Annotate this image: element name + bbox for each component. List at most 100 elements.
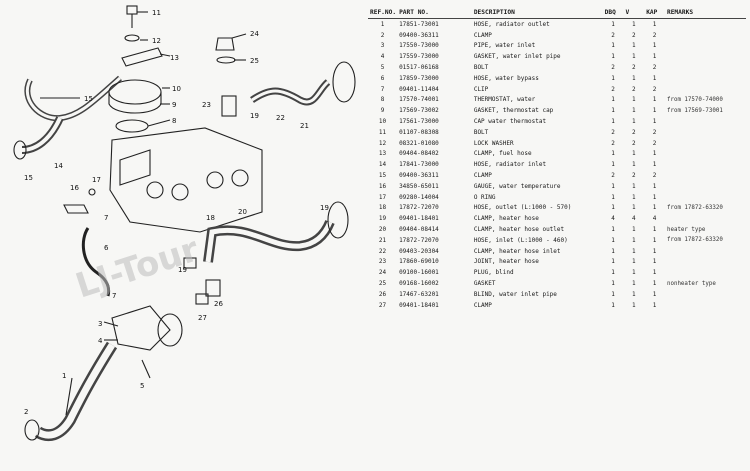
description-cell: CLAMP, heater hose outlet <box>473 226 565 234</box>
part-no-cell: 17851-73001 <box>399 20 439 28</box>
qty-dbq-cell: 4 <box>611 215 615 223</box>
remarks-cell: from 17569-73001 <box>666 107 723 114</box>
part-no-cell: 17860-69010 <box>399 258 439 266</box>
part-no-cell: 17559-73000 <box>399 53 439 61</box>
remarks-cell <box>665 138 746 149</box>
callout-label: 12 <box>152 37 161 45</box>
ref-no-cell: 9 <box>380 107 385 115</box>
qty-dbq-cell: 2 <box>611 172 615 180</box>
callout-label: 21 <box>300 122 309 130</box>
description-cell: GASKET, water inlet pipe <box>473 53 561 61</box>
ref-no-cell: 17 <box>378 193 387 201</box>
description-cell: O RING <box>473 193 496 201</box>
qty-kap-cell: 2 <box>652 172 657 180</box>
diagram-svg: LJ-Tour 11 12 13 10 9 8 15 14 15 16 17 7… <box>13 5 356 442</box>
bypass-hose <box>81 227 111 297</box>
ref-no-cell: 24 <box>378 269 387 277</box>
callout-label: 7 <box>112 292 116 300</box>
ref-no-cell: 20 <box>378 226 387 234</box>
ref-no-cell: 19 <box>378 215 387 223</box>
part-no-cell: 09404-08414 <box>399 226 439 234</box>
qty-dbq-cell: 1 <box>611 150 615 158</box>
ref-no-cell: 1 <box>380 20 385 28</box>
qty-kap-cell: 1 <box>652 20 657 28</box>
description-cell: LOCK WASHER <box>473 139 514 147</box>
qty-kap-cell: 1 <box>652 74 657 82</box>
remarks-cell <box>665 181 746 192</box>
qty-v-cell: 1 <box>632 258 636 266</box>
qty-v-cell: 1 <box>632 150 636 158</box>
washer-part <box>124 34 140 42</box>
blind-part <box>205 279 221 297</box>
description-cell: CAP water thermostat <box>473 118 547 126</box>
qty-kap-cell: 4 <box>652 215 657 223</box>
part-no-cell: 09403-20304 <box>399 247 439 255</box>
qty-dbq-cell: 1 <box>611 42 615 50</box>
callout-label: 22 <box>276 114 285 122</box>
parts-list: REF.NO. PART NO. DESCRIPTION DBQ V KAP R… <box>368 8 746 311</box>
qty-dbq-cell: 1 <box>611 107 615 115</box>
ref-no-cell: 18 <box>378 204 387 212</box>
description-cell: CLAMP <box>473 301 492 309</box>
part-no-cell: 17859-73000 <box>399 74 439 82</box>
qty-dbq-cell: 1 <box>611 204 615 212</box>
qty-v-cell: 1 <box>632 236 636 244</box>
qty-dbq-cell: 2 <box>611 85 615 93</box>
remarks-cell <box>665 170 746 181</box>
qty-dbq-cell: 1 <box>611 20 615 28</box>
description-cell: HOSE, outlet (L:1000 - 570) <box>473 204 572 212</box>
qty-kap-cell: 1 <box>652 150 657 158</box>
heater-hose-clamp <box>183 257 197 269</box>
qty-v-cell: 2 <box>632 31 636 39</box>
part-no-cell: 09401-11404 <box>399 85 439 93</box>
qty-kap-cell: 1 <box>652 53 657 61</box>
qty-dbq-cell: 1 <box>611 74 615 82</box>
qty-v-cell: 1 <box>632 53 636 61</box>
qty-kap-cell: 1 <box>652 236 657 244</box>
ref-no-cell: 7 <box>380 85 385 93</box>
qty-v-cell: 2 <box>632 85 636 93</box>
qty-v-cell: 1 <box>632 204 636 212</box>
remarks-cell <box>665 149 746 160</box>
callout-label: 18 <box>206 214 215 222</box>
ref-no-cell: 13 <box>378 150 387 158</box>
callout-label: 19 <box>250 112 259 120</box>
part-no-cell: 17561-73000 <box>399 118 439 126</box>
qty-kap-cell: 2 <box>652 128 657 136</box>
callout-label: 6 <box>104 244 109 252</box>
part-no-cell: 01517-06168 <box>399 64 439 72</box>
remarks-cell <box>665 300 746 311</box>
qty-kap-cell: 1 <box>652 269 657 277</box>
part-no-cell: 17841-73000 <box>399 161 439 169</box>
remarks-cell <box>665 213 746 224</box>
water-inlet-pipe <box>111 305 171 351</box>
remarks-cell <box>665 116 746 127</box>
header-qty-kap: KAP <box>644 8 665 19</box>
ref-no-cell: 4 <box>380 53 385 61</box>
remarks-cell <box>665 62 746 73</box>
ref-no-cell: 11 <box>378 128 387 136</box>
qty-v-cell: 1 <box>632 290 636 298</box>
qty-dbq-cell: 1 <box>611 301 615 309</box>
qty-v-cell: 1 <box>632 20 636 28</box>
ref-no-cell: 8 <box>380 96 385 104</box>
qty-dbq-cell: 1 <box>611 53 615 61</box>
header-remarks: REMARKS <box>664 8 746 19</box>
callout-label: 1 <box>62 372 66 380</box>
qty-dbq-cell: 1 <box>611 226 615 234</box>
temperature-gauge-part <box>63 204 89 214</box>
remarks-cell <box>665 19 746 30</box>
part-no-cell: 09400-36311 <box>399 31 439 39</box>
callout-label: 20 <box>238 208 247 216</box>
table-header-row: REF.NO. PART NO. DESCRIPTION DBQ V KAP R… <box>368 8 746 19</box>
header-description: DESCRIPTION <box>471 8 603 19</box>
